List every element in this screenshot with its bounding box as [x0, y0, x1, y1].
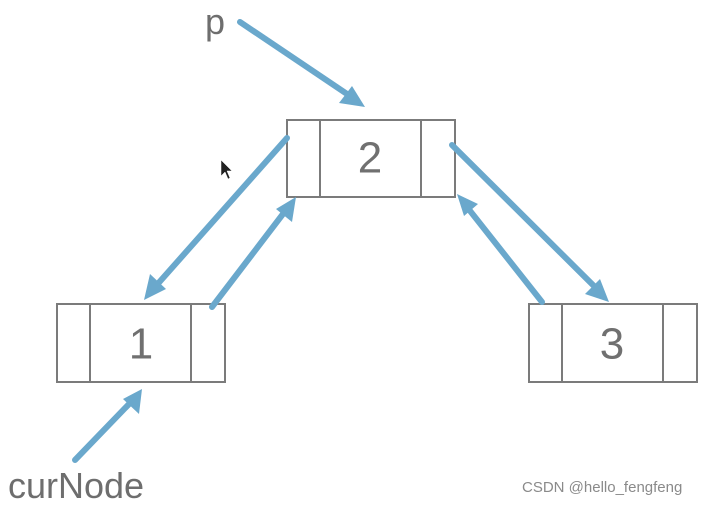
pointer-label-curnode: curNode [8, 465, 144, 506]
arrow-p-to-node-2 [237, 19, 365, 107]
arrow-node-2-next-to-node-3 [449, 142, 609, 302]
node-1-box [56, 303, 226, 383]
node-2-value: 2 [358, 134, 382, 183]
arrow-curnode-to-node-1 [72, 389, 142, 463]
node-2-box [286, 119, 456, 198]
node-1-value: 1 [129, 320, 153, 369]
mouse-cursor-icon [220, 159, 233, 180]
node-3: 3 [528, 303, 698, 383]
node-3-box [528, 303, 698, 383]
node-1: 1 [56, 303, 226, 383]
pointer-label-p: p [205, 1, 225, 42]
node-2: 2 [286, 119, 456, 198]
watermark: CSDN @hello_fengfeng [522, 479, 682, 496]
node-3-value: 3 [600, 320, 624, 369]
arrow-node-3-prev-to-node-2 [457, 194, 545, 305]
arrow-node-1-next-to-node-2 [209, 197, 296, 310]
arrow-node-2-prev-to-node-1 [144, 135, 290, 300]
